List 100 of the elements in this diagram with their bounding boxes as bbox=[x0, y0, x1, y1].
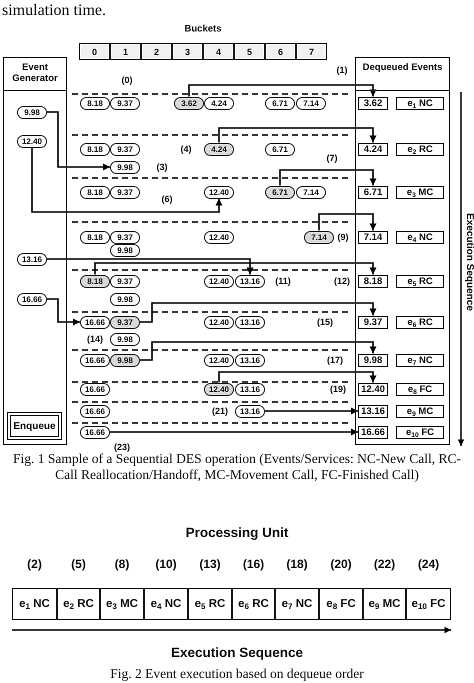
step-number: (19) bbox=[330, 384, 346, 394]
bucket-cell: 3 bbox=[172, 43, 203, 60]
event-type-box: e$_{10}$ FC bbox=[396, 426, 444, 438]
event-pill: 9.37 bbox=[110, 230, 140, 244]
event-pill: 9.37 bbox=[110, 96, 140, 110]
event-type-box: e$_{4}$ NC bbox=[396, 230, 444, 244]
event-pill: 3.62 bbox=[174, 96, 204, 110]
figure-caption: Fig. 1 Sample of a Sequential DES operation (Events/Services: NC-New Call, RC-Call Reallocation/Handoff, MC-Movement Call, FC-Finished Call) bbox=[12, 451, 462, 483]
event-type-box: e$_{5}$ RC bbox=[396, 274, 444, 288]
event-type-box: e$_{1}$ NC bbox=[396, 96, 444, 110]
event-pill: 9.37 bbox=[110, 186, 140, 198]
event-pill: 9.98 bbox=[110, 354, 140, 366]
event-time-box: 12.40 bbox=[358, 382, 388, 396]
event-block: e$_{9}$ MC bbox=[363, 588, 406, 620]
connector-arrow bbox=[218, 127, 377, 142]
connector-arrow bbox=[265, 407, 358, 415]
step-number: (11) bbox=[275, 276, 291, 286]
step-number: (12) bbox=[334, 276, 350, 286]
bucket-cell: 7 bbox=[296, 43, 327, 60]
event-pill: 13.16 bbox=[235, 354, 265, 366]
event-pill: 7.14 bbox=[296, 186, 326, 198]
step-number: (18) bbox=[286, 558, 308, 572]
bucket-cell: 0 bbox=[79, 43, 110, 60]
event-time-box: 9.37 bbox=[358, 316, 388, 328]
bucket-cell: 1 bbox=[110, 43, 141, 60]
event-pill: 8.18 bbox=[80, 142, 110, 156]
connector-arrow bbox=[279, 169, 377, 186]
event-pill: 9.98 bbox=[17, 106, 47, 118]
event-pill: 8.18 bbox=[80, 274, 110, 288]
event-type-box: e$_{3}$ MC bbox=[396, 186, 444, 198]
event-pill: 16.66 bbox=[80, 316, 110, 328]
event-type-box: e$_{2}$ RC bbox=[396, 142, 444, 156]
event-block: e$_{7}$ NC bbox=[275, 588, 319, 620]
axis-label: Execution Sequence bbox=[463, 213, 474, 311]
event-pill: 9.37 bbox=[110, 316, 140, 328]
event-block: e$_{2}$ RC bbox=[57, 588, 100, 620]
step-number: (4) bbox=[180, 144, 192, 154]
section-heading: Buckets bbox=[184, 24, 222, 36]
step-number: (16) bbox=[242, 558, 264, 572]
event-pill: 13.16 bbox=[235, 274, 265, 288]
event-pill: 16.66 bbox=[80, 404, 110, 418]
event-type-box: e$_{9}$ MC bbox=[396, 404, 444, 418]
connector-arrow bbox=[110, 428, 358, 436]
step-number: (21) bbox=[212, 406, 228, 416]
figure-caption: Fig. 2 Event execution based on dequeue order bbox=[110, 666, 364, 682]
event-type-box: e$_{6}$ RC bbox=[396, 316, 444, 328]
section-heading: Processing Unit bbox=[186, 525, 288, 541]
event-pill: 9.98 bbox=[110, 244, 140, 256]
step-number: (9) bbox=[338, 232, 348, 242]
event-time-box: 7.14 bbox=[358, 230, 388, 244]
bucket-cell: 2 bbox=[141, 43, 172, 60]
event-type-box: e$_{7}$ NC bbox=[396, 354, 444, 366]
event-block: e$_{3}$ MC bbox=[100, 588, 144, 620]
panel bbox=[3, 57, 67, 445]
event-pill: 12.40 bbox=[204, 274, 234, 288]
event-pill: 9.98 bbox=[110, 160, 140, 174]
event-pill: 8.18 bbox=[80, 96, 110, 110]
event-pill: 8.18 bbox=[80, 230, 110, 244]
connector-arrow bbox=[31, 148, 223, 213]
panel bbox=[355, 57, 450, 445]
event-pill: 9.37 bbox=[110, 274, 140, 288]
event-block: e$_{8}$ FC bbox=[319, 588, 363, 620]
event-block: e$_{4}$ NC bbox=[144, 588, 188, 620]
step-number: (10) bbox=[155, 558, 177, 572]
enqueue-box: Enqueue bbox=[7, 412, 62, 440]
event-pill: 13.16 bbox=[17, 252, 47, 266]
step-number: (0) bbox=[122, 74, 132, 86]
connector-arrow bbox=[47, 298, 80, 326]
connector-arrow bbox=[94, 262, 377, 274]
event-pill: 13.16 bbox=[235, 316, 265, 328]
event-pill: 6.71 bbox=[265, 96, 295, 110]
event-type-box: e$_{8}$ FC bbox=[396, 382, 444, 396]
step-number: (23) bbox=[114, 442, 130, 452]
event-pill: 12.40 bbox=[204, 230, 234, 244]
event-time-box: 8.18 bbox=[358, 274, 388, 288]
event-time-box: 13.16 bbox=[358, 404, 388, 418]
connector-arrow bbox=[188, 84, 377, 96]
event-pill: 16.66 bbox=[80, 382, 110, 396]
event-block: e$_{1}$ NC bbox=[12, 588, 57, 620]
event-pill: 16.66 bbox=[80, 354, 110, 366]
event-pill: 9.98 bbox=[110, 332, 140, 346]
step-number: (5) bbox=[71, 558, 86, 572]
step-number: (13) bbox=[199, 558, 221, 572]
section-heading: Execution Sequence bbox=[170, 645, 304, 661]
bucket-cell: 4 bbox=[203, 43, 234, 60]
event-pill: 16.66 bbox=[80, 426, 110, 438]
step-number: (8) bbox=[114, 558, 130, 572]
event-block: e$_{5}$ RC bbox=[188, 588, 232, 620]
body-text: simulation time. bbox=[2, 2, 106, 20]
event-pill: 6.71 bbox=[265, 142, 295, 156]
event-block: e$_{6}$ RC bbox=[232, 588, 275, 620]
event-time-box: 3.62 bbox=[358, 96, 388, 110]
panel-heading: Event Generator bbox=[4, 58, 66, 91]
panel-heading: Dequeued Events bbox=[356, 58, 449, 91]
step-number: (20) bbox=[330, 558, 352, 572]
bucket-cell: 6 bbox=[265, 43, 296, 60]
step-number: (1) bbox=[336, 64, 348, 76]
connector-arrow bbox=[47, 258, 254, 274]
event-time-box: 6.71 bbox=[358, 186, 388, 198]
step-number: (14) bbox=[87, 334, 103, 344]
